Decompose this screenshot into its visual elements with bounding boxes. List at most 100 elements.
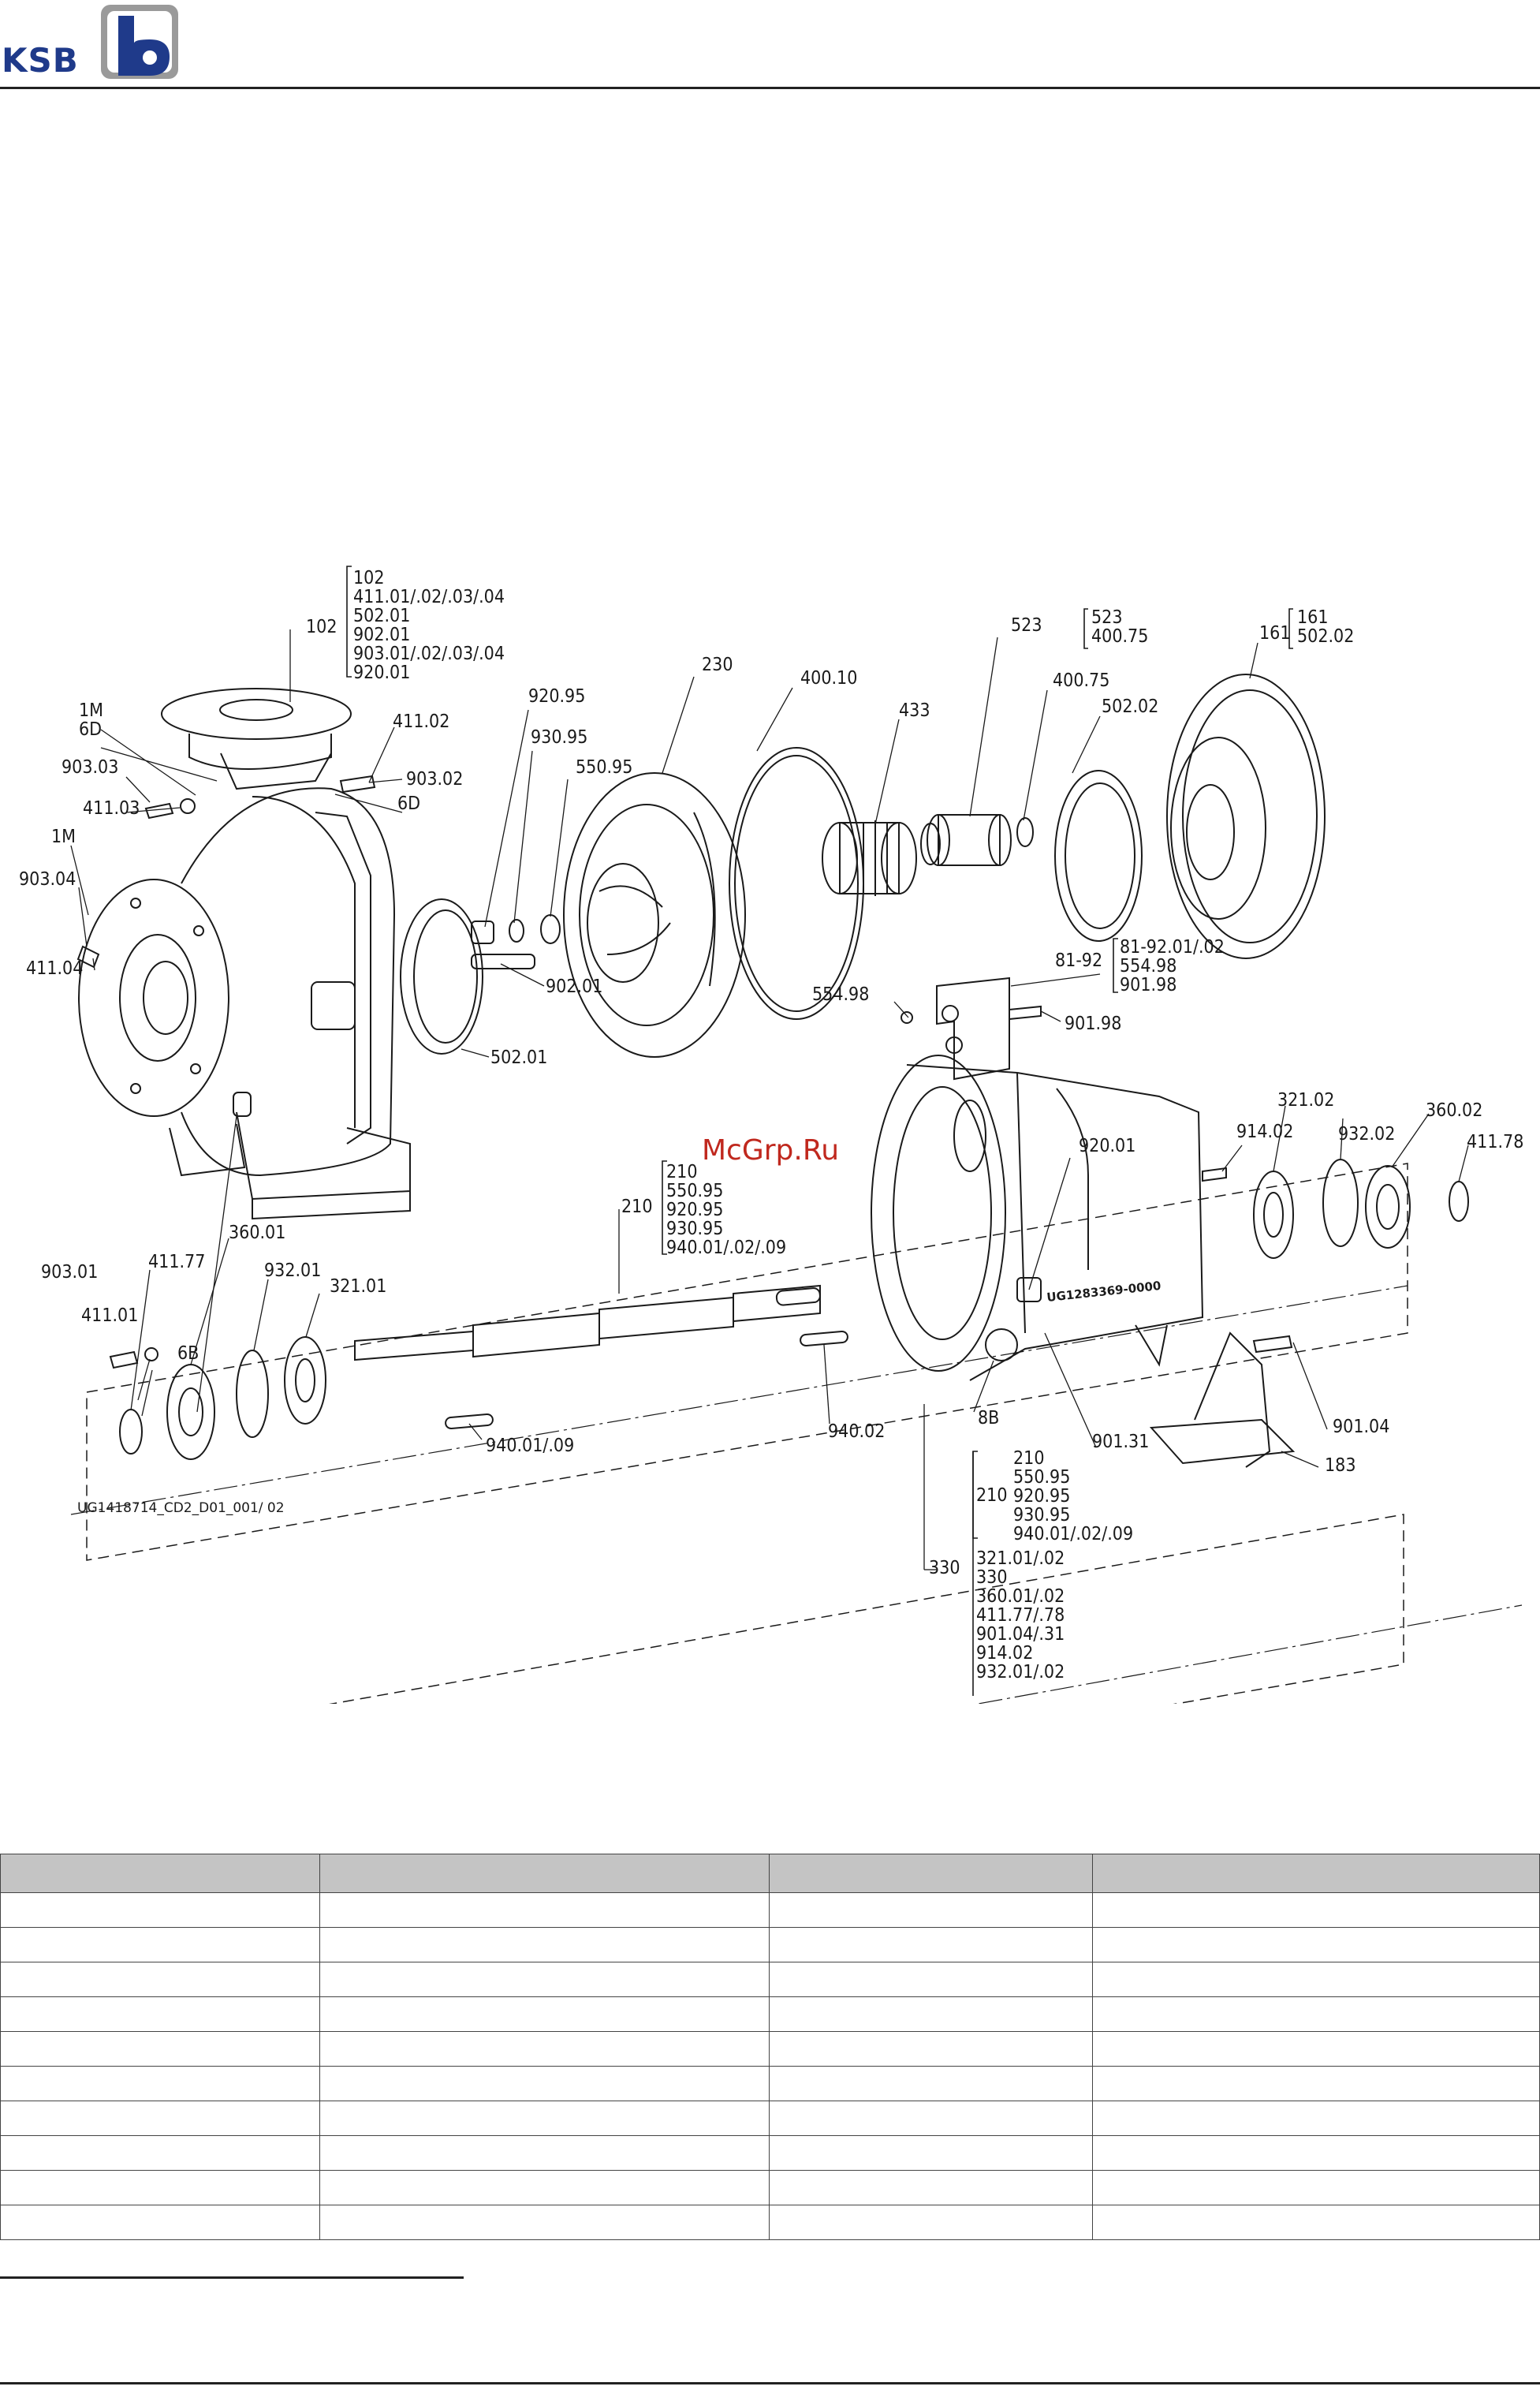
plug-6b bbox=[233, 1092, 252, 1117]
group-330-sub-line-5: 940.01/.02/.09 bbox=[1013, 1524, 1133, 1544]
drawing-id: UG1418714_CD2_D01_001/ 02 bbox=[77, 1500, 285, 1516]
table-cell bbox=[319, 2101, 770, 2136]
table-cell bbox=[319, 1927, 770, 1962]
table-body bbox=[0, 1892, 1540, 2240]
table-cell bbox=[0, 2101, 321, 2136]
group-330-line-3: 360.01/.02 bbox=[976, 1586, 1065, 1607]
table-cell bbox=[0, 1962, 321, 1997]
callout-400-75: 400.75 bbox=[1053, 670, 1109, 691]
table-header-row bbox=[0, 1854, 1540, 1893]
group-102-line-4: 902.01 bbox=[353, 625, 410, 645]
table-cell bbox=[0, 1892, 321, 1928]
table-row bbox=[0, 2205, 1540, 2240]
group-102-line-1: 102 bbox=[353, 568, 385, 588]
table-row bbox=[0, 1996, 1540, 2032]
table-row bbox=[0, 1892, 1540, 1928]
o-ring-400-10 bbox=[729, 747, 864, 1020]
parts-table bbox=[0, 1854, 1540, 2240]
group-330-line-7: 932.01/.02 bbox=[976, 1662, 1065, 1682]
table-cell bbox=[768, 1927, 1093, 1962]
circlip-932-02 bbox=[1322, 1159, 1359, 1247]
table-cell bbox=[768, 1996, 1093, 2032]
callout-81-92: 81-92 bbox=[1055, 950, 1102, 971]
callout-901-31: 901.31 bbox=[1092, 1432, 1149, 1452]
callout-920-01: 920.01 bbox=[1079, 1136, 1135, 1156]
group-330-line-5: 901.04/.31 bbox=[976, 1624, 1065, 1645]
callout-411-01: 411.01 bbox=[81, 1305, 138, 1326]
group-81-92-line-1: 81-92.01/.02 bbox=[1120, 937, 1225, 958]
callout-6b: 6B bbox=[177, 1343, 199, 1364]
table-cell bbox=[0, 2135, 321, 2171]
page-header: KSB bbox=[0, 0, 1540, 93]
group-330-sub-line-4: 930.95 bbox=[1013, 1505, 1070, 1525]
callout-932-01: 932.01 bbox=[264, 1260, 321, 1281]
table-cell bbox=[768, 1892, 1093, 1928]
callout-8b: 8B bbox=[978, 1408, 999, 1428]
exploded-view-svg: 102 102 411.01/.02/.03/.04 502.01 902.01… bbox=[19, 566, 1523, 1704]
table-cell bbox=[768, 2031, 1093, 2067]
callout-914-02: 914.02 bbox=[1236, 1122, 1293, 1142]
table-cell bbox=[1091, 2066, 1540, 2101]
table-cell bbox=[0, 2066, 321, 2101]
group-330-line-1: 321.01/.02 bbox=[976, 1548, 1065, 1569]
group-210-line-2: 550.95 bbox=[666, 1181, 723, 1201]
callout-161: 161 bbox=[1259, 623, 1291, 644]
table-header-cell bbox=[0, 1854, 321, 1893]
table-cell bbox=[319, 2170, 770, 2205]
table-cell bbox=[768, 2205, 1093, 2240]
table-cell bbox=[1091, 1927, 1540, 1962]
shaft-sleeve-523 bbox=[927, 814, 1012, 866]
assembly-axis-lower bbox=[975, 1604, 1523, 1704]
group-102-line-3: 502.01 bbox=[353, 606, 410, 626]
table-cell bbox=[1091, 2170, 1540, 2205]
support-foot-183 bbox=[1149, 1331, 1296, 1468]
table-cell bbox=[0, 1996, 321, 2032]
key-940-02 bbox=[800, 1330, 848, 1347]
table-row bbox=[0, 2066, 1540, 2101]
assembly-axis-upper bbox=[70, 1285, 1408, 1515]
table-cell bbox=[768, 1962, 1093, 1997]
callout-920-95: 920.95 bbox=[528, 686, 585, 707]
table-cell bbox=[1091, 2031, 1540, 2067]
ksb-logo: KSB bbox=[0, 0, 189, 87]
callout-230: 230 bbox=[702, 655, 733, 675]
callout-433: 433 bbox=[899, 700, 930, 721]
footnote-divider bbox=[0, 2276, 464, 2279]
group-210-line-4: 930.95 bbox=[666, 1219, 723, 1239]
group-210-line-1: 210 bbox=[666, 1162, 698, 1182]
key-940-01 bbox=[445, 1413, 494, 1430]
callout-411-04: 411.04 bbox=[26, 958, 83, 979]
callout-411-02: 411.02 bbox=[393, 711, 449, 732]
table-cell bbox=[0, 1927, 321, 1962]
stud-902-01 bbox=[471, 954, 535, 969]
callout-411-03: 411.03 bbox=[83, 798, 140, 819]
bolt-903-03 bbox=[144, 798, 196, 820]
screw-914-02 bbox=[1202, 1167, 1227, 1182]
logo-text: KSB bbox=[2, 41, 79, 80]
exploded-view-drawing: 102 102 411.01/.02/.03/.04 502.01 902.01… bbox=[0, 544, 1540, 1704]
table-cell bbox=[0, 2170, 321, 2205]
assembly-frame-upper bbox=[86, 1163, 1408, 1561]
callout-903-01: 903.01 bbox=[41, 1262, 98, 1283]
group-81-92-line-2: 554.98 bbox=[1120, 956, 1176, 977]
impeller-nut-920-95 bbox=[471, 921, 494, 944]
callout-554-98: 554.98 bbox=[812, 984, 869, 1005]
callout-183: 183 bbox=[1325, 1455, 1356, 1476]
group-330-line-6: 914.02 bbox=[976, 1643, 1033, 1664]
bearing-321-01 bbox=[284, 1336, 326, 1425]
shaft-210 bbox=[354, 1284, 821, 1361]
callout-360-01: 360.01 bbox=[229, 1223, 285, 1243]
callout-902-01: 902.01 bbox=[546, 977, 602, 997]
table-cell bbox=[768, 2066, 1093, 2101]
callout-932-02: 932.02 bbox=[1338, 1124, 1395, 1145]
callout-210: 210 bbox=[621, 1197, 653, 1217]
table-cell bbox=[319, 2135, 770, 2171]
coupling-guard-81-92 bbox=[901, 977, 1042, 1081]
callout-411-77: 411.77 bbox=[148, 1252, 205, 1272]
callout-903-02: 903.02 bbox=[406, 769, 463, 790]
callout-903-03: 903.03 bbox=[62, 757, 118, 778]
bolt-411-02 bbox=[339, 775, 376, 794]
volute-casing-102 bbox=[78, 688, 411, 1220]
table-cell bbox=[768, 2135, 1093, 2171]
callout-400-10: 400.10 bbox=[800, 668, 857, 689]
